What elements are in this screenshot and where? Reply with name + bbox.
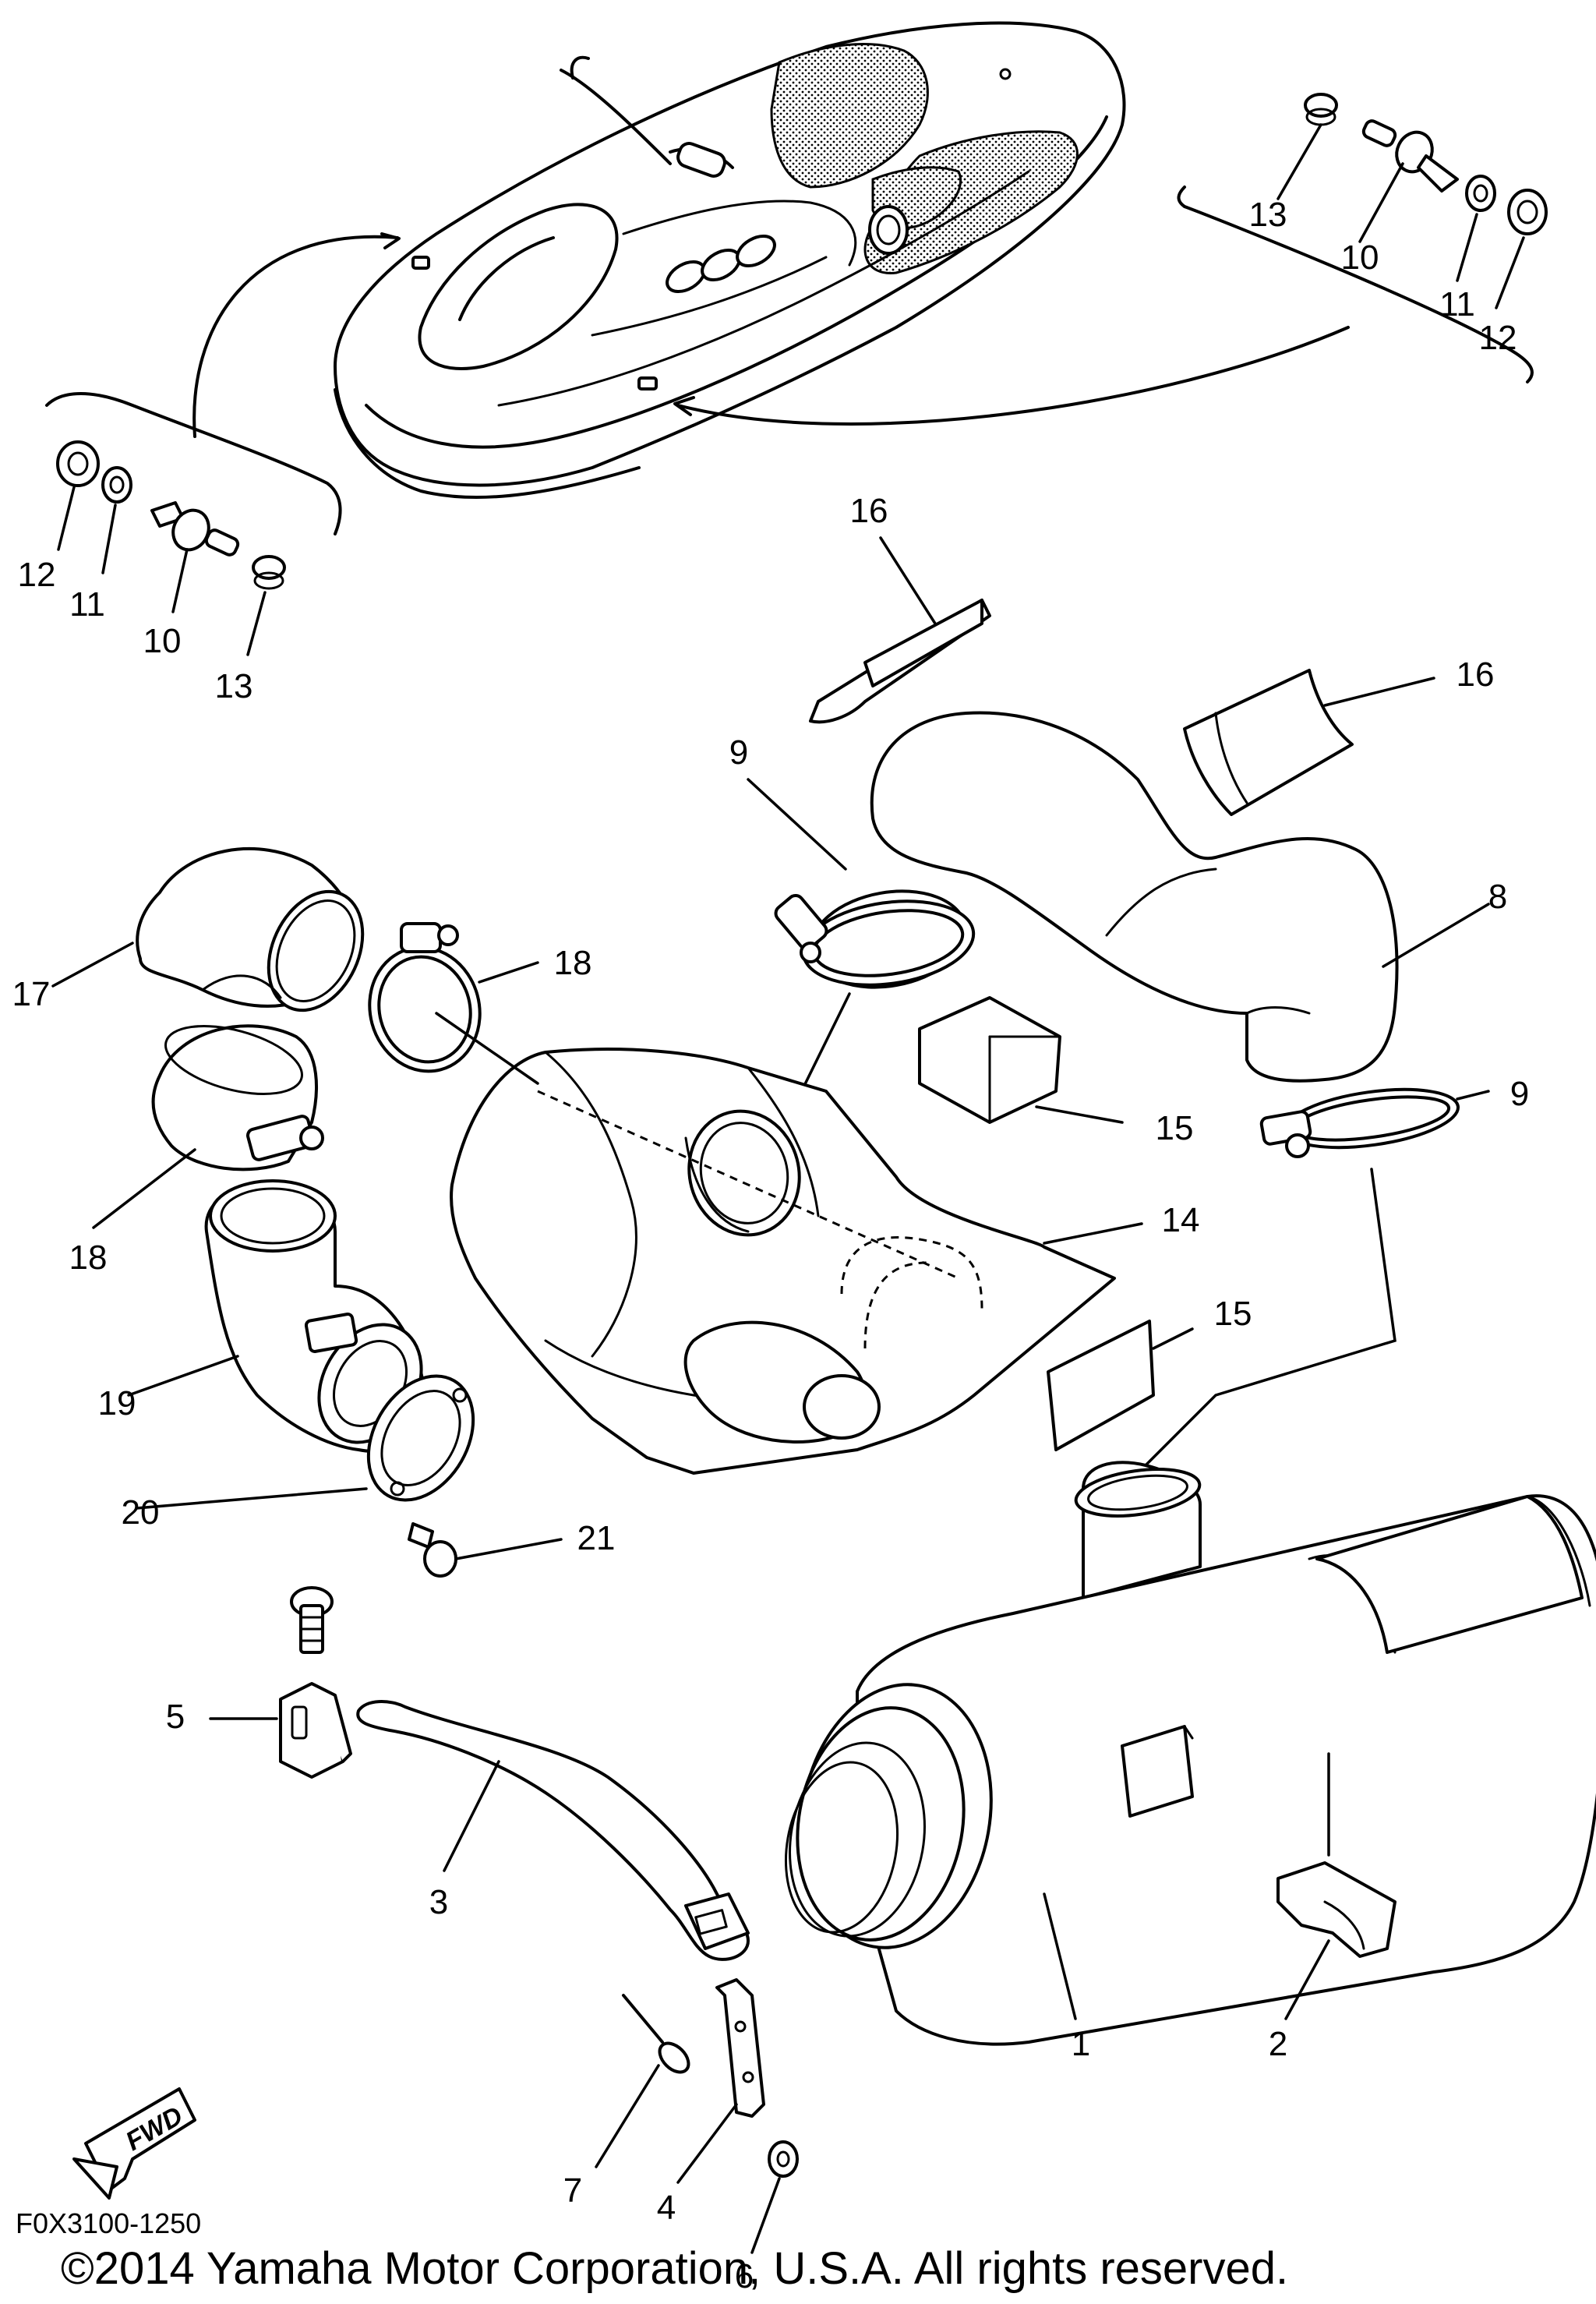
callout-18-right: 18 <box>554 944 592 982</box>
nut-12-right <box>1507 189 1548 235</box>
callout-2: 2 <box>1269 2025 1287 2063</box>
forward-arrow-icon: FWD <box>72 2087 196 2200</box>
callout-5: 5 <box>166 1698 185 1736</box>
callout-3: 3 <box>429 1883 448 1921</box>
gasket-20 <box>366 1374 475 1502</box>
elbow-hose-17 <box>136 846 365 1012</box>
nut-12-left <box>56 440 100 487</box>
hose-clamp-18-right <box>368 922 482 1073</box>
drawing-code: F0X3100-1250 <box>16 2207 201 2239</box>
mount-group-right <box>1177 93 1548 383</box>
callout-10-right: 10 <box>1341 239 1379 277</box>
washer-11-right <box>1465 175 1496 212</box>
callout-11-left: 11 <box>69 585 105 624</box>
foam-pad-15-upper <box>918 996 1061 1124</box>
callout-14: 14 <box>1162 1201 1200 1239</box>
rivet-7 <box>622 1994 690 2074</box>
callout-15-upper: 15 <box>1156 1109 1194 1147</box>
callout-12-left: 12 <box>18 556 56 594</box>
hose-clip-13-left <box>252 555 286 590</box>
check-valve-10-right <box>1361 119 1459 193</box>
silencer-1 <box>784 1461 1596 2046</box>
clip-5 <box>279 1682 352 1779</box>
foam-pad-16-top <box>809 599 991 724</box>
callout-12-right: 12 <box>1479 319 1517 357</box>
callout-16-top: 16 <box>850 492 888 530</box>
bolt-21 <box>408 1522 457 1578</box>
callout-21: 21 <box>577 1519 616 1557</box>
callout-7: 7 <box>563 2171 582 2210</box>
callout-11-right: 11 <box>1439 285 1475 323</box>
callout-13-left: 13 <box>215 667 253 705</box>
mount-group-left <box>45 392 342 656</box>
hose-clip-13-right <box>1304 93 1338 126</box>
foam-pad-15-lower <box>1047 1320 1155 1451</box>
washer-6 <box>768 2140 799 2178</box>
copyright-notice: ©2014 Yamaha Motor Corporation, U.S.A. A… <box>61 2243 1288 2294</box>
callout-labels: 1 2 3 4 5 6 7 8 9 9 10 10 11 11 12 12 13… <box>12 196 1530 2295</box>
callout-8: 8 <box>1488 878 1507 916</box>
bolt-5-top <box>290 1586 334 1654</box>
callout-9-lower: 9 <box>1510 1075 1529 1113</box>
callout-1: 1 <box>1072 2025 1090 2063</box>
callout-6: 6 <box>735 2257 754 2295</box>
strap-3 <box>356 1700 750 1961</box>
silencer-bracket-2 <box>1276 1861 1396 1958</box>
bracket-4 <box>715 1978 765 2118</box>
callout-9-upper: 9 <box>729 733 748 772</box>
hose-clamp-18-left <box>151 1024 324 1171</box>
foam-pad-16-right <box>1183 669 1354 816</box>
washer-11-left <box>101 466 132 504</box>
watercraft-illustration <box>334 21 1126 500</box>
callout-4: 4 <box>657 2189 676 2227</box>
hose-clamp-9-upper <box>774 893 976 987</box>
callout-18-left: 18 <box>69 1239 108 1277</box>
callout-19: 19 <box>98 1384 136 1422</box>
callout-15-lower: 15 <box>1214 1295 1252 1333</box>
callout-16-right: 16 <box>1457 656 1495 694</box>
air-box-14 <box>450 1048 1116 1475</box>
callout-10-left: 10 <box>143 622 182 660</box>
callout-20: 20 <box>122 1493 160 1532</box>
check-valve-10-left <box>150 501 240 557</box>
mount-arrows <box>192 232 1350 438</box>
callout-17: 17 <box>12 975 51 1013</box>
hose-clamp-9-lower <box>1259 1087 1460 1158</box>
callout-13-right: 13 <box>1249 196 1287 234</box>
